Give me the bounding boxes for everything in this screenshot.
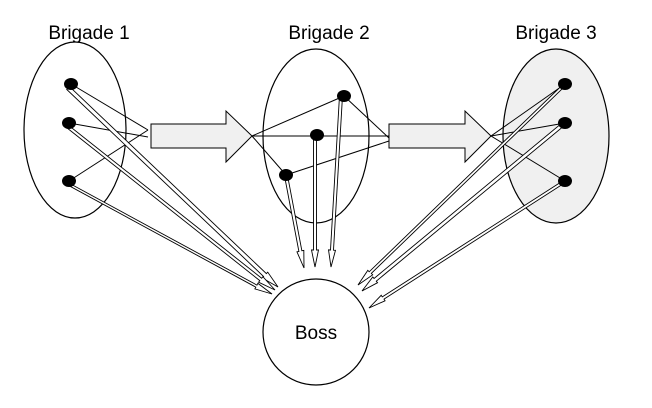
- member-node: [558, 175, 572, 187]
- member-node: [64, 78, 78, 90]
- connection-line: [343, 95, 390, 139]
- member-node: [62, 175, 76, 187]
- report-arrow: [361, 120, 567, 292]
- report-arrow: [65, 124, 276, 291]
- member-node: [62, 117, 76, 129]
- connection-line: [251, 95, 345, 137]
- reporting-arrows: [65, 82, 567, 309]
- connection-line: [490, 122, 566, 137]
- connection-line: [490, 83, 566, 137]
- report-arrow: [66, 85, 279, 288]
- boss-circle: [262, 278, 370, 386]
- connection-line: [68, 122, 149, 138]
- member-node: [337, 90, 351, 102]
- member-node: [558, 78, 572, 90]
- report-arrow: [310, 134, 320, 268]
- connection-line: [251, 135, 287, 176]
- report-arrow: [368, 179, 567, 309]
- transfer-arrow-2-to-3: [388, 109, 492, 164]
- connection-line: [68, 129, 149, 182]
- group-label-brigade-2: Brigade 2: [288, 23, 369, 44]
- member-node: [279, 169, 293, 181]
- connection-line: [70, 83, 149, 131]
- transfer-arrow-1-to-2: [150, 109, 253, 164]
- report-arrow: [327, 95, 343, 268]
- report-arrow: [357, 82, 567, 286]
- report-arrow: [66, 182, 273, 295]
- group-label-brigade-3: Brigade 3: [515, 23, 596, 44]
- member-node: [310, 129, 324, 141]
- group-ellipse-brigade-3: [502, 48, 610, 224]
- member-node: [558, 117, 572, 129]
- boss-label: Boss: [295, 323, 337, 344]
- group-label-brigade-1: Brigade 1: [48, 23, 129, 44]
- report-arrow: [284, 174, 305, 269]
- member-nodes: [62, 78, 572, 187]
